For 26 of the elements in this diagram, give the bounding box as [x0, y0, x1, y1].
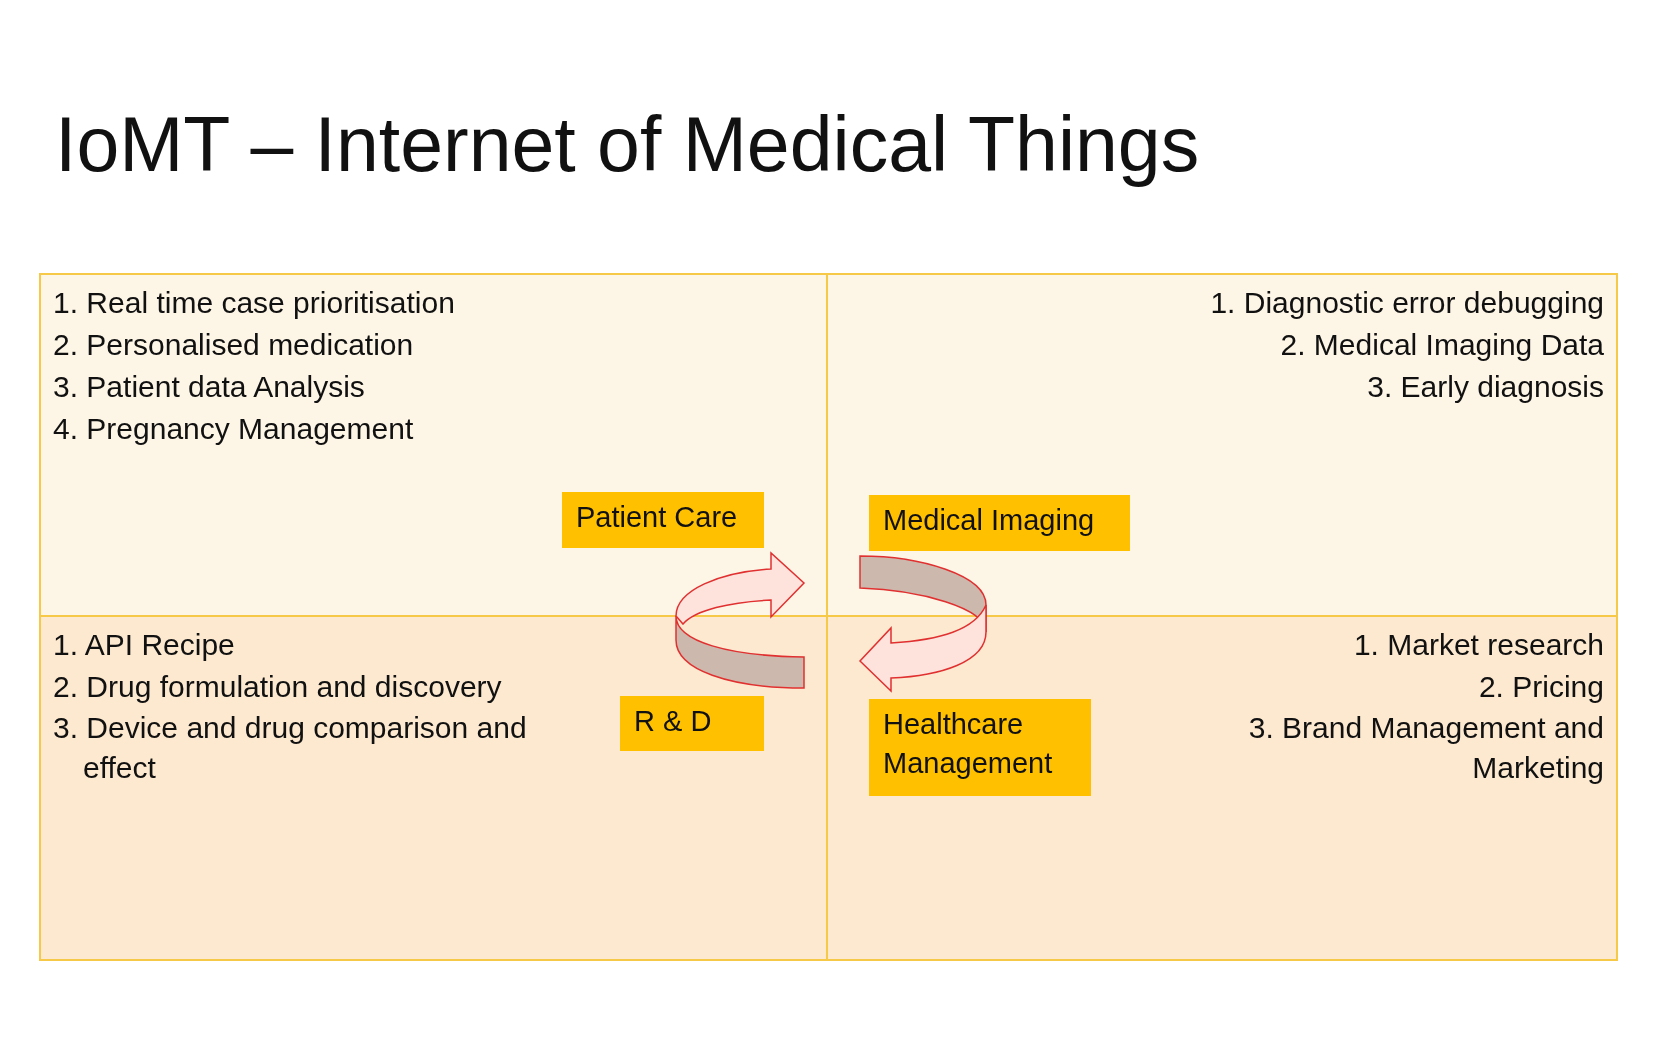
list-item: 2. Drug formulation and discovery — [53, 669, 502, 705]
list-item: 1. API Recipe — [53, 627, 235, 663]
list-item: 3. Brand Management and Marketing — [1247, 710, 1604, 786]
title: IoMT – Internet of Medical Things — [55, 100, 1200, 189]
list-item: 2. Medical Imaging Data — [1280, 327, 1604, 363]
quadrant-panel — [826, 273, 1618, 617]
list-item: 1. Diagnostic error debugging — [1210, 285, 1604, 321]
list-item: 4. Pregnancy Management — [53, 411, 414, 447]
quadrant-panel — [826, 615, 1618, 961]
list-item: 2. Pricing — [1478, 669, 1604, 705]
list-item: 3. Device and drug comparison and effect — [53, 710, 528, 786]
list-item: 1. Real time case prioritisation — [53, 285, 455, 321]
label-text: R & D — [634, 704, 713, 739]
label-text: Medical Imaging — [883, 503, 1096, 538]
category-label — [620, 696, 764, 751]
quadrant-panel — [39, 273, 828, 617]
list-item: 2. Personalised medication — [53, 327, 414, 363]
list-item: 3. Early diagnosis — [1367, 369, 1604, 405]
label-text: Healthcare Management — [883, 707, 1054, 781]
list-item: 3. Patient data Analysis — [53, 369, 365, 405]
category-label — [869, 699, 1091, 796]
label-text: Patient Care — [576, 500, 739, 535]
quadrant-panel — [39, 615, 828, 961]
category-label — [562, 492, 764, 548]
category-label — [869, 495, 1130, 551]
list-item: 1. Market research — [1353, 627, 1604, 663]
